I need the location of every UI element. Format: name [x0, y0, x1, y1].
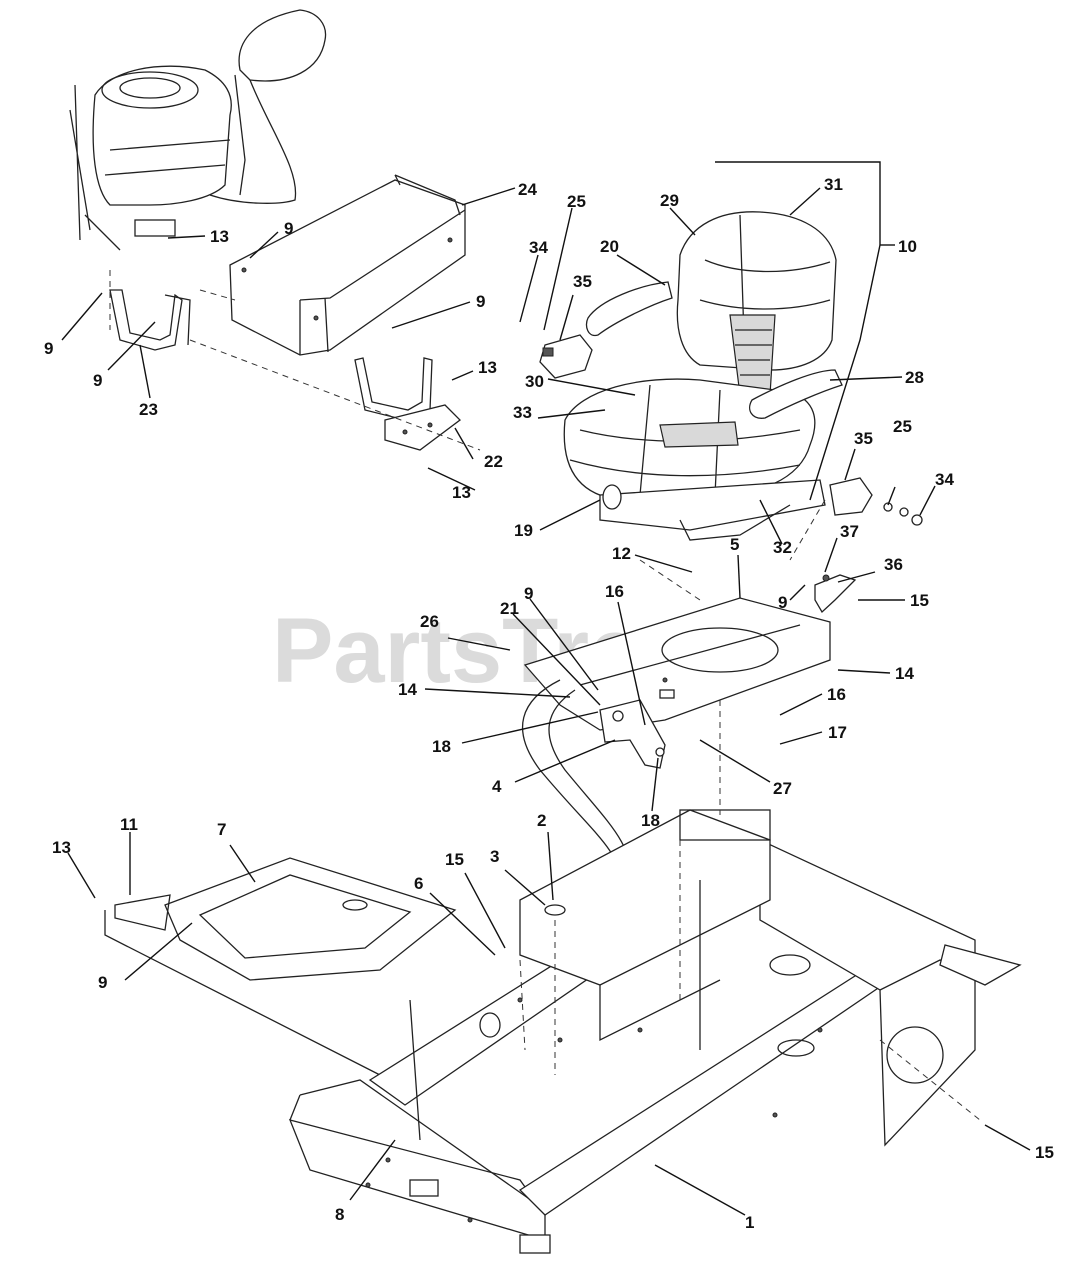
callout-28: 28 — [905, 368, 924, 387]
callout-2: 2 — [537, 811, 546, 830]
floor-pan — [104, 857, 457, 1076]
engine-assembly — [69, 9, 327, 251]
callout-29: 29 — [660, 191, 679, 210]
seat-latch — [814, 574, 857, 614]
callout-13-center-upper: 13 — [478, 358, 497, 377]
callout-20: 20 — [600, 237, 619, 256]
callout-labels: 1 2 3 4 5 6 7 8 9 9 9 9 9 9 9 10 11 12 1… — [44, 175, 1054, 1232]
callout-34-left: 34 — [529, 238, 548, 257]
seat-switch-left — [539, 334, 593, 379]
callout-25-left: 25 — [567, 192, 586, 211]
callout-37: 37 — [840, 522, 859, 541]
callout-13-engine: 13 — [210, 227, 229, 246]
callout-4: 4 — [492, 777, 502, 796]
callout-17: 17 — [828, 723, 847, 742]
callout-27: 27 — [773, 779, 792, 798]
callout-13-center-lower: 13 — [452, 483, 471, 502]
seat-plate — [523, 597, 831, 731]
callout-9-latch: 9 — [778, 593, 787, 612]
callout-9-plate: 9 — [524, 584, 533, 603]
callout-26: 26 — [420, 612, 439, 631]
callout-19: 19 — [514, 521, 533, 540]
callout-36: 36 — [884, 555, 903, 574]
callout-10: 10 — [898, 237, 917, 256]
callout-35-right: 35 — [854, 429, 873, 448]
bracket-23 — [109, 289, 191, 351]
callout-12: 12 — [612, 544, 631, 563]
leader-lines — [61, 161, 1031, 1216]
tank-box — [229, 174, 466, 356]
callout-14-right: 14 — [895, 664, 914, 683]
callout-18-left: 18 — [432, 737, 451, 756]
callout-11: 11 — [120, 815, 138, 834]
seat-assembly — [563, 211, 843, 541]
callout-33: 33 — [513, 403, 532, 422]
callout-9-floor: 9 — [98, 973, 107, 992]
callout-15-frame: 15 — [1035, 1143, 1054, 1162]
callout-35-left: 35 — [573, 272, 592, 291]
callout-1: 1 — [745, 1213, 754, 1232]
main-frame — [288, 809, 1022, 1254]
callout-16-lower: 16 — [827, 685, 846, 704]
callout-15-floor: 15 — [445, 850, 464, 869]
callout-13-floor: 13 — [52, 838, 71, 857]
washer — [544, 904, 566, 916]
seat-hinge — [599, 699, 666, 769]
callout-30: 30 — [525, 372, 544, 391]
callout-3: 3 — [490, 847, 499, 866]
callout-15-latch: 15 — [910, 591, 929, 610]
callout-32: 32 — [773, 538, 792, 557]
callout-9-center: 9 — [476, 292, 485, 311]
callout-34-right: 34 — [935, 470, 954, 489]
callout-14-left: 14 — [398, 680, 417, 699]
callout-5: 5 — [730, 535, 739, 554]
callout-18-lower: 18 — [641, 811, 660, 830]
callout-22: 22 — [484, 452, 503, 471]
callout-8: 8 — [335, 1205, 344, 1224]
callout-9-engine-left: 9 — [44, 339, 53, 358]
seat-switch-right — [829, 477, 923, 526]
callout-6: 6 — [414, 874, 423, 893]
callout-31: 31 — [824, 175, 843, 194]
callout-23: 23 — [139, 400, 158, 419]
callout-21: 21 — [500, 599, 519, 618]
callout-16-upper: 16 — [605, 582, 624, 601]
bracket-22 — [354, 357, 461, 451]
callout-7: 7 — [217, 820, 226, 839]
callout-25-right: 25 — [893, 417, 912, 436]
callout-24: 24 — [518, 180, 537, 199]
callout-9-tank: 9 — [284, 219, 293, 238]
callout-9-bracket: 9 — [93, 371, 102, 390]
